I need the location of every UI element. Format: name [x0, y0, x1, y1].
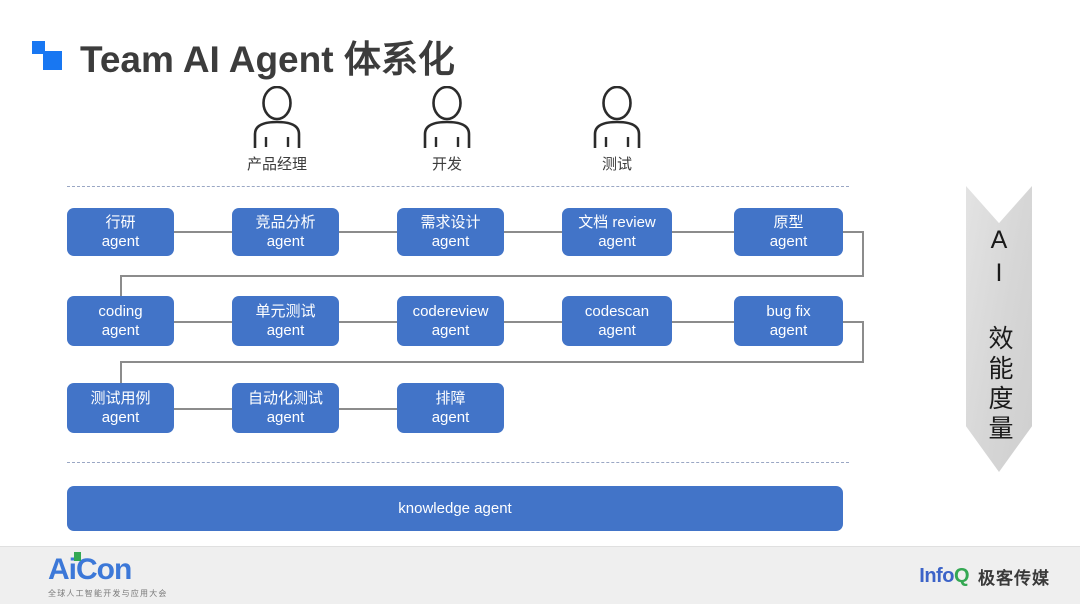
role-label: 测试 [601, 156, 632, 173]
agent-box-prototype[interactable]: 原型 agent [734, 208, 843, 256]
role-label: 产品经理 [246, 156, 307, 173]
agent-box-requirement-design[interactable]: 需求设计 agent [397, 208, 504, 256]
agent-subtitle: agent [266, 409, 305, 426]
person-icon [253, 86, 301, 148]
connector-r2-exit-right [843, 321, 864, 323]
agent-title: 行研 [105, 213, 136, 231]
role-testing: 测试 [562, 86, 672, 174]
agent-subtitle: agent [101, 322, 140, 339]
agent-subtitle: agent [769, 233, 808, 250]
person-icon [593, 86, 641, 148]
connector-r3-2 [339, 408, 397, 410]
connector-r2-4 [672, 321, 734, 323]
person-icon [423, 86, 471, 148]
agent-subtitle: agent [598, 233, 636, 250]
role-product-manager: 产品经理 [222, 86, 332, 174]
connector-r1-down [862, 231, 864, 277]
connector-r1-to-r2-across [120, 275, 864, 277]
agent-title: 原型 [773, 213, 804, 231]
role-development: 开发 [392, 86, 502, 174]
agent-box-troubleshooting[interactable]: 排障 agent [397, 383, 504, 433]
connector-r2-2 [339, 321, 397, 323]
agent-box-unit-test[interactable]: 单元测试 agent [232, 296, 339, 346]
agent-subtitle: agent [431, 409, 470, 426]
agent-box-bug-fix[interactable]: bug fix agent [734, 296, 843, 346]
agent-box-competitive-analysis[interactable]: 竞品分析 agent [232, 208, 339, 256]
logo-square-large [43, 51, 62, 70]
connector-r2-enter-top [120, 275, 122, 298]
agent-box-coding[interactable]: coding agent [67, 296, 174, 346]
infoq-logo: Info Q 极客传媒 [919, 564, 1050, 589]
knowledge-agent-label: knowledge agent [398, 500, 512, 517]
role-label: 开发 [431, 156, 462, 173]
agent-box-codescan[interactable]: codescan agent [562, 296, 672, 346]
agent-subtitle: agent [431, 233, 470, 250]
agent-title: 测试用例 [90, 389, 151, 407]
aicon-subtitle: 全球人工智能开发与应用大会 [48, 589, 168, 598]
connector-r2-3 [504, 321, 562, 323]
ribbon-label: AI 效能度量 [985, 225, 1013, 445]
agent-title: bug fix [766, 302, 811, 320]
agent-box-doc-review[interactable]: 文档 review agent [562, 208, 672, 256]
agent-title: coding [98, 302, 143, 320]
two-squares-logo-icon [32, 39, 66, 73]
aicon-logo: AiCon 全球人工智能开发与应用大会 [48, 552, 168, 599]
connector-r2-to-r3-across [120, 361, 864, 363]
agent-title: 需求设计 [420, 213, 481, 231]
agent-title: 单元测试 [255, 302, 316, 320]
agent-box-automated-test[interactable]: 自动化测试 agent [232, 383, 339, 433]
ai-efficiency-ribbon: AI 效能度量 [966, 186, 1032, 472]
agent-box-hangyan[interactable]: 行研 agent [67, 208, 174, 256]
knowledge-agent-bar[interactable]: knowledge agent [67, 486, 843, 531]
infoq-chinese-text: 极客传媒 [978, 569, 1050, 588]
agent-subtitle: agent [266, 233, 305, 250]
aicon-wordmark: AiCon [48, 552, 168, 586]
agent-box-test-case[interactable]: 测试用例 agent [67, 383, 174, 433]
connector-r1-2 [339, 231, 397, 233]
title-row: Team AI Agent 体系化 [32, 28, 455, 84]
connector-r3-1 [174, 408, 232, 410]
agent-title: 文档 review [578, 213, 656, 231]
agent-title: codescan [584, 302, 650, 320]
logo-square-small [32, 41, 45, 54]
agent-subtitle: agent [598, 322, 636, 339]
agent-title: 竞品分析 [255, 213, 316, 231]
aicon-text: AiCon [48, 553, 132, 586]
page-title: Team AI Agent 体系化 [80, 39, 455, 80]
connector-r2-1 [174, 321, 232, 323]
agent-subtitle: agent [101, 409, 140, 426]
agent-subtitle: agent [431, 322, 470, 339]
dashed-separator-top [67, 186, 849, 187]
agent-title: 排障 [435, 389, 466, 407]
agent-box-codereview[interactable]: codereview agent [397, 296, 504, 346]
connector-r3-enter-top [120, 361, 122, 385]
agent-subtitle: agent [769, 322, 808, 339]
connector-r1-4 [672, 231, 734, 233]
connector-r1-exit-right [843, 231, 864, 233]
dashed-separator-bottom [67, 462, 849, 463]
agent-title: codereview [412, 302, 489, 320]
agent-title: 自动化测试 [247, 389, 323, 407]
infoq-info-text: Info [919, 565, 954, 587]
agent-subtitle: agent [101, 233, 140, 250]
connector-r2-down [862, 321, 864, 363]
footer-bar: AiCon 全球人工智能开发与应用大会 Info Q 极客传媒 [0, 546, 1080, 604]
agent-subtitle: agent [266, 322, 305, 339]
aicon-green-dot-icon [74, 552, 81, 561]
connector-r1-3 [504, 231, 562, 233]
connector-r1-1 [174, 231, 232, 233]
infoq-q-text: Q [953, 565, 970, 587]
